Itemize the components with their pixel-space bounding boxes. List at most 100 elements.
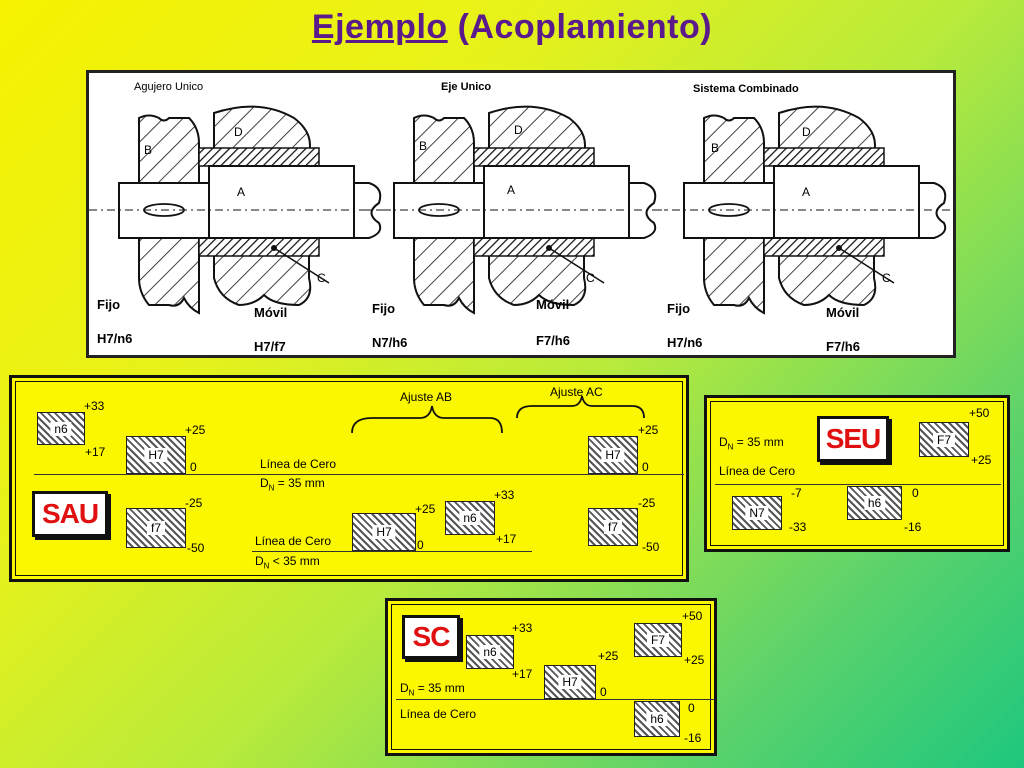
linea-cero-1: Línea de Cero bbox=[260, 457, 337, 471]
movil-label-2: Móvil bbox=[536, 297, 570, 312]
movil-label-1: Móvil bbox=[254, 305, 288, 320]
n6a-top: +33 bbox=[84, 399, 105, 413]
h7c-bot: 0 bbox=[642, 460, 649, 474]
fijo-fit-1: H7/n6 bbox=[97, 331, 133, 346]
tolerance-zone-sc-n6: n6 bbox=[466, 635, 514, 669]
fijo-fit-3: H7/n6 bbox=[667, 335, 703, 350]
tolerance-zone-f7c: f7 bbox=[588, 508, 638, 546]
sc-zero-line bbox=[396, 699, 714, 700]
sc-panel: SC +33 n6 +17 +25 H7 0 +50 F7 +25 DN = 3… bbox=[385, 598, 717, 756]
ajuste-ab-label: Ajuste AB bbox=[400, 390, 453, 404]
tag-n6b: n6 bbox=[459, 511, 481, 525]
tag-f7a: f7 bbox=[146, 521, 166, 535]
sc-n6-top: +33 bbox=[512, 621, 533, 635]
label-c-1: C bbox=[317, 271, 326, 285]
label-a-2: A bbox=[507, 183, 516, 197]
tolerance-zone-h7c: H7 bbox=[588, 436, 638, 474]
f7c-top: -25 bbox=[638, 496, 656, 510]
tolerance-zone-n6a: n6 bbox=[37, 412, 85, 445]
label-b-3: B bbox=[711, 141, 720, 155]
h7a-bot: 0 bbox=[190, 460, 197, 474]
seu-h6-top: 0 bbox=[912, 486, 919, 500]
tag-h7b: H7 bbox=[372, 525, 396, 539]
seu-f7-top: +50 bbox=[969, 406, 990, 420]
movil-fit-3: F7/h6 bbox=[826, 339, 860, 354]
seu-h6-bot: -16 bbox=[904, 520, 922, 534]
system-name-1: Agujero Unico bbox=[134, 81, 204, 93]
tolerance-zone-f7a: f7 bbox=[126, 508, 186, 548]
seu-n7-top: -7 bbox=[791, 486, 802, 500]
movil-fit-2: F7/h6 bbox=[536, 333, 570, 348]
tag-sc-h6: h6 bbox=[646, 712, 668, 726]
h7b-top: +25 bbox=[415, 502, 436, 516]
sc-h6-top: 0 bbox=[688, 701, 695, 715]
sc-h7-top: +25 bbox=[598, 649, 619, 663]
linea-cero-2: Línea de Cero bbox=[255, 534, 332, 548]
tolerance-zone-h7b: H7 bbox=[352, 513, 416, 551]
coupling-drawing bbox=[89, 105, 953, 314]
label-b-2: B bbox=[419, 139, 428, 153]
sc-f7-bot: +25 bbox=[684, 653, 705, 667]
page-title: Ejemplo (Acoplamiento) bbox=[0, 8, 1024, 47]
sc-linea-cero: Línea de Cero bbox=[400, 707, 477, 721]
label-d-2: D bbox=[514, 123, 523, 137]
tolerance-zone-h7a: H7 bbox=[126, 436, 186, 474]
n6b-bot: +17 bbox=[496, 532, 517, 546]
tolerance-zone-seu-n7: N7 bbox=[732, 496, 782, 530]
seu-linea-cero: Línea de Cero bbox=[719, 464, 796, 478]
h7c-top: +25 bbox=[638, 423, 659, 437]
zero-line-1 bbox=[34, 474, 684, 475]
tolerance-zone-n6b: n6 bbox=[445, 501, 495, 535]
title-underlined: Ejemplo bbox=[311, 8, 448, 46]
n6b-top: +33 bbox=[494, 488, 515, 502]
tag-sc-n6: n6 bbox=[479, 645, 501, 659]
tag-seu-f7: F7 bbox=[932, 432, 956, 447]
tolerance-zone-sc-h6: h6 bbox=[634, 701, 680, 737]
fijo-label-1: Fijo bbox=[97, 297, 121, 312]
label-d-3: D bbox=[802, 125, 811, 139]
label-b-1: B bbox=[144, 143, 153, 157]
label-a-1: A bbox=[237, 185, 246, 199]
seu-panel: SEU DN = 35 mm Línea de Cero +50 F7 +25 … bbox=[704, 395, 1010, 552]
tag-h7a: H7 bbox=[144, 448, 168, 462]
seu-badge: SEU bbox=[817, 416, 889, 462]
label-c-3: C bbox=[882, 271, 891, 285]
label-c-2: C bbox=[586, 271, 595, 285]
f7a-top: -25 bbox=[185, 496, 203, 510]
fijo-label-2: Fijo bbox=[372, 301, 396, 316]
movil-label-3: Móvil bbox=[826, 305, 860, 320]
sc-n6-bot: +17 bbox=[512, 667, 533, 681]
tag-seu-h6: h6 bbox=[863, 496, 886, 510]
seu-zero-line bbox=[715, 484, 1001, 485]
sc-badge: SC bbox=[402, 615, 460, 659]
tolerance-zone-seu-h6: h6 bbox=[847, 486, 902, 520]
label-d-1: D bbox=[234, 125, 243, 139]
f7a-bot: -50 bbox=[187, 541, 205, 555]
tag-h7c: H7 bbox=[601, 448, 625, 462]
seu-dn-label: DN = 35 mm bbox=[719, 435, 784, 452]
tolerance-zone-seu-f7: F7 bbox=[919, 422, 969, 457]
zero-line-2 bbox=[252, 551, 532, 552]
tag-sc-h7: H7 bbox=[558, 675, 582, 689]
system-name-3: Sistema Combinado bbox=[693, 83, 799, 95]
h7a-top: +25 bbox=[185, 423, 206, 437]
seu-n7-bot: -33 bbox=[789, 520, 807, 534]
label-a-3: A bbox=[802, 185, 811, 199]
sc-dn-label: DN = 35 mm bbox=[400, 681, 465, 698]
sc-h7-bot: 0 bbox=[600, 685, 607, 699]
h7b-bot: 0 bbox=[417, 538, 424, 552]
tag-n6a: n6 bbox=[50, 421, 72, 436]
fijo-label-3: Fijo bbox=[667, 301, 691, 316]
fijo-fit-2: N7/h6 bbox=[372, 335, 408, 350]
ajuste-ac-label: Ajuste AC bbox=[550, 385, 603, 399]
sau-badge: SAU bbox=[32, 491, 108, 537]
tag-f7c: f7 bbox=[603, 520, 623, 534]
seu-f7-bot: +25 bbox=[971, 453, 992, 467]
dn-label-1: DN = 35 mm bbox=[260, 476, 325, 493]
sc-h6-bot: -16 bbox=[684, 731, 702, 745]
tolerance-zone-sc-h7: H7 bbox=[544, 665, 596, 699]
tag-seu-n7: N7 bbox=[745, 506, 769, 520]
tolerance-zone-sc-f7: F7 bbox=[634, 623, 682, 657]
sau-panel: Ajuste AB Ajuste AC SAU +33 n6 +17 +25 H… bbox=[9, 375, 689, 582]
n6a-bot: +17 bbox=[85, 445, 106, 459]
